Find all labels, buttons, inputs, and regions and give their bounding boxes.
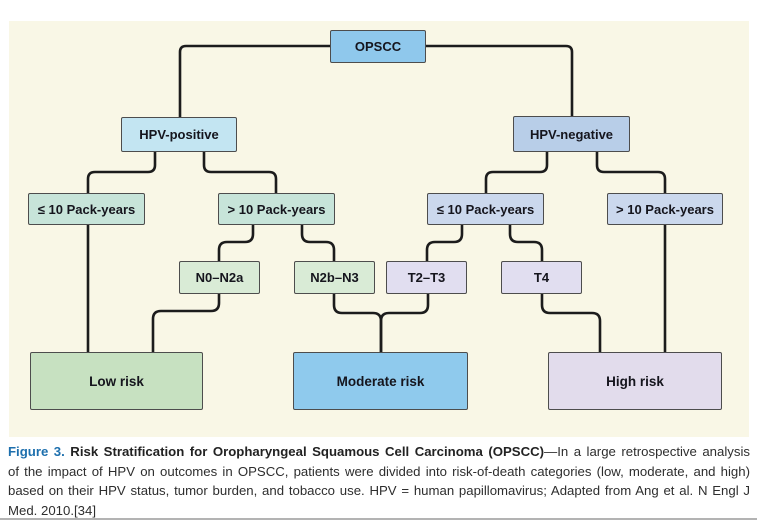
caption-title: Risk Stratification for Oropharyngeal Sq… <box>70 444 545 459</box>
node-t2-t3: T2–T3 <box>386 261 467 294</box>
node-hpv-positive: HPV-positive <box>121 117 237 152</box>
node-gt10-packyears-hpv-negative: > 10 Pack-years <box>607 193 723 225</box>
node-n0-n2a: N0–N2a <box>179 261 260 294</box>
node-hpv-negative: HPV-negative <box>513 116 630 152</box>
node-le10-packyears-hpv-negative: ≤ 10 Pack-years <box>427 193 544 225</box>
node-le10-packyears-hpv-positive: ≤ 10 Pack-years <box>28 193 145 225</box>
caption-line-1: Figure 3. Risk Stratification for Oropha… <box>8 442 750 462</box>
figure-caption: Figure 3. Risk Stratification for Oropha… <box>8 442 750 520</box>
bottom-divider <box>0 518 757 520</box>
node-high-risk: High risk <box>548 352 722 410</box>
node-moderate-risk: Moderate risk <box>293 352 468 410</box>
node-opscc: OPSCC <box>330 30 426 63</box>
node-gt10-packyears-hpv-positive: > 10 Pack-years <box>218 193 335 225</box>
figure-label: Figure 3. <box>8 444 65 459</box>
caption-line-3: based on their HPV status, tumor burden,… <box>8 483 750 498</box>
node-low-risk: Low risk <box>30 352 203 410</box>
node-n2b-n3: N2b–N3 <box>294 261 375 294</box>
caption-line1-rest: —In a large retrospective analysis <box>544 444 750 459</box>
caption-line-4: Med. 2010.[34] <box>8 502 96 518</box>
node-t4: T4 <box>501 261 582 294</box>
caption-line-2: of the impact of HPV on outcomes in OPSC… <box>8 463 750 479</box>
